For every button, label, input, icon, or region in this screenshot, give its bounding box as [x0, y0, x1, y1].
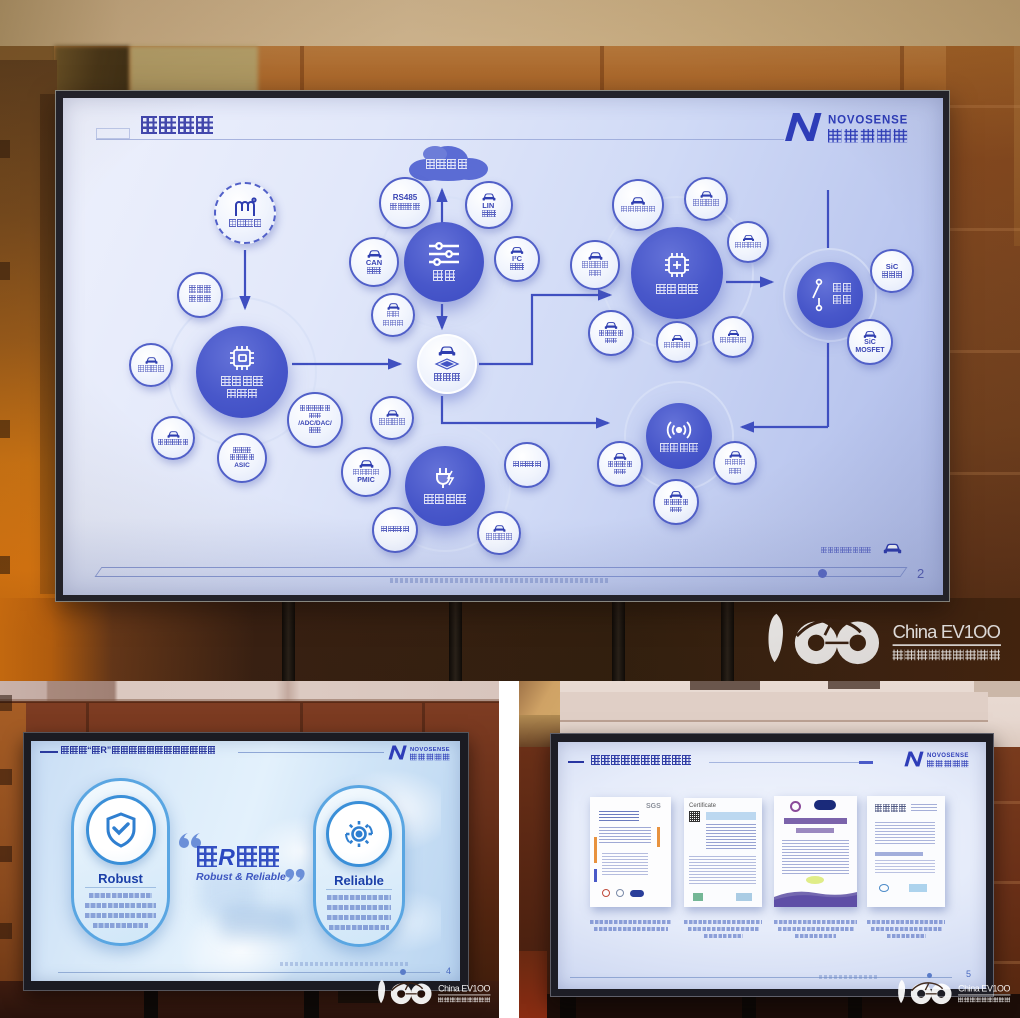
svg-text:NOVOSENSE: NOVOSENSE — [410, 747, 450, 753]
svg-text:NOVOSENSE: NOVOSENSE — [927, 753, 969, 759]
svg-text:China EV1OO: China EV1OO — [893, 621, 1001, 642]
svg-text:China EV1OO: China EV1OO — [958, 984, 1010, 994]
svg-text:China EV1OO: China EV1OO — [438, 984, 490, 994]
svg-text:NOVOSENSE: NOVOSENSE — [828, 115, 908, 127]
